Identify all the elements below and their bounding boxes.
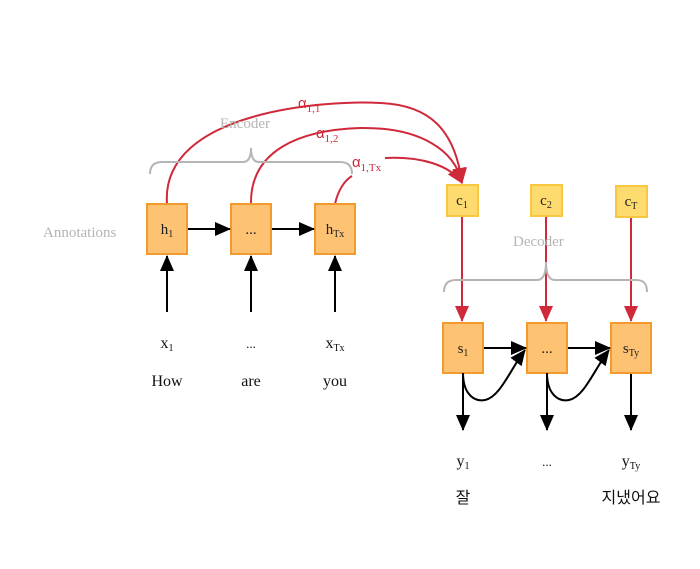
decoder-state-label-3: sTy bbox=[623, 341, 639, 359]
decoder-output-arrows bbox=[456, 374, 638, 431]
input-symbol-3: xTx bbox=[325, 335, 344, 354]
output-word-3: 지냈어요 bbox=[602, 488, 661, 507]
attention-weight-label-1: α1,1 bbox=[298, 95, 320, 115]
annotations-label: Annotations bbox=[43, 225, 116, 241]
decoder-state-label-1: s1 bbox=[458, 341, 469, 359]
input-word-2: are bbox=[241, 373, 261, 390]
encoder-brace bbox=[149, 147, 353, 175]
context-box-2 bbox=[530, 184, 563, 217]
hidden-state-box-1 bbox=[146, 203, 188, 255]
attention-arrow-3 bbox=[334, 156, 462, 205]
decoder-brace bbox=[443, 261, 648, 293]
input-word-1: How bbox=[151, 373, 183, 390]
decoder-feedback-arrow-1 bbox=[462, 349, 526, 402]
context-label-3: cT bbox=[625, 194, 638, 212]
context-label-2: c2 bbox=[540, 193, 552, 211]
decoder-feedback-arrow-2 bbox=[546, 349, 610, 402]
input-symbol-1: x1 bbox=[161, 335, 174, 354]
hidden-state-label-3: hTx bbox=[326, 222, 345, 240]
hidden-state-label-2: ... bbox=[245, 222, 256, 238]
context-box-3 bbox=[615, 185, 648, 218]
decoder-state-box-3 bbox=[610, 322, 652, 374]
hidden-state-box-3 bbox=[314, 203, 356, 255]
output-symbol-1: y1 bbox=[457, 453, 470, 472]
decoder-state-box-1 bbox=[442, 322, 484, 374]
context-label-1: c1 bbox=[456, 193, 468, 211]
decoder-states: s1 ... sTy bbox=[442, 322, 652, 374]
decoder-recurrent-arrows bbox=[462, 341, 611, 402]
output-word-1: 잘 bbox=[456, 488, 471, 507]
output-symbol-2: ... bbox=[542, 454, 552, 469]
context-box-1 bbox=[446, 184, 479, 217]
attention-arrow-1 bbox=[165, 101, 467, 205]
input-word-3: you bbox=[323, 373, 347, 390]
hidden-state-label-1: h1 bbox=[161, 222, 174, 240]
input-symbol-2: ... bbox=[246, 336, 256, 351]
decoder-label: Decoder bbox=[513, 234, 564, 250]
decoder-state-box-2 bbox=[526, 322, 568, 374]
attention-arrow-2 bbox=[249, 126, 466, 205]
attention-arrows bbox=[165, 101, 467, 205]
encoder-label: Encoder bbox=[220, 116, 270, 132]
attention-weight-label-2: α1,2 bbox=[316, 125, 338, 145]
output-symbol-3: yTy bbox=[622, 453, 640, 472]
attention-weight-label-3: α1,Tx bbox=[352, 154, 382, 174]
hidden-state-box-2 bbox=[230, 203, 272, 255]
context-vectors: c1 c2 cT bbox=[446, 184, 648, 218]
decoder-state-label-2: ... bbox=[541, 341, 552, 357]
encoder-hidden-states: h1 ... hTx bbox=[146, 203, 356, 255]
encoder-input-arrows bbox=[160, 255, 342, 312]
